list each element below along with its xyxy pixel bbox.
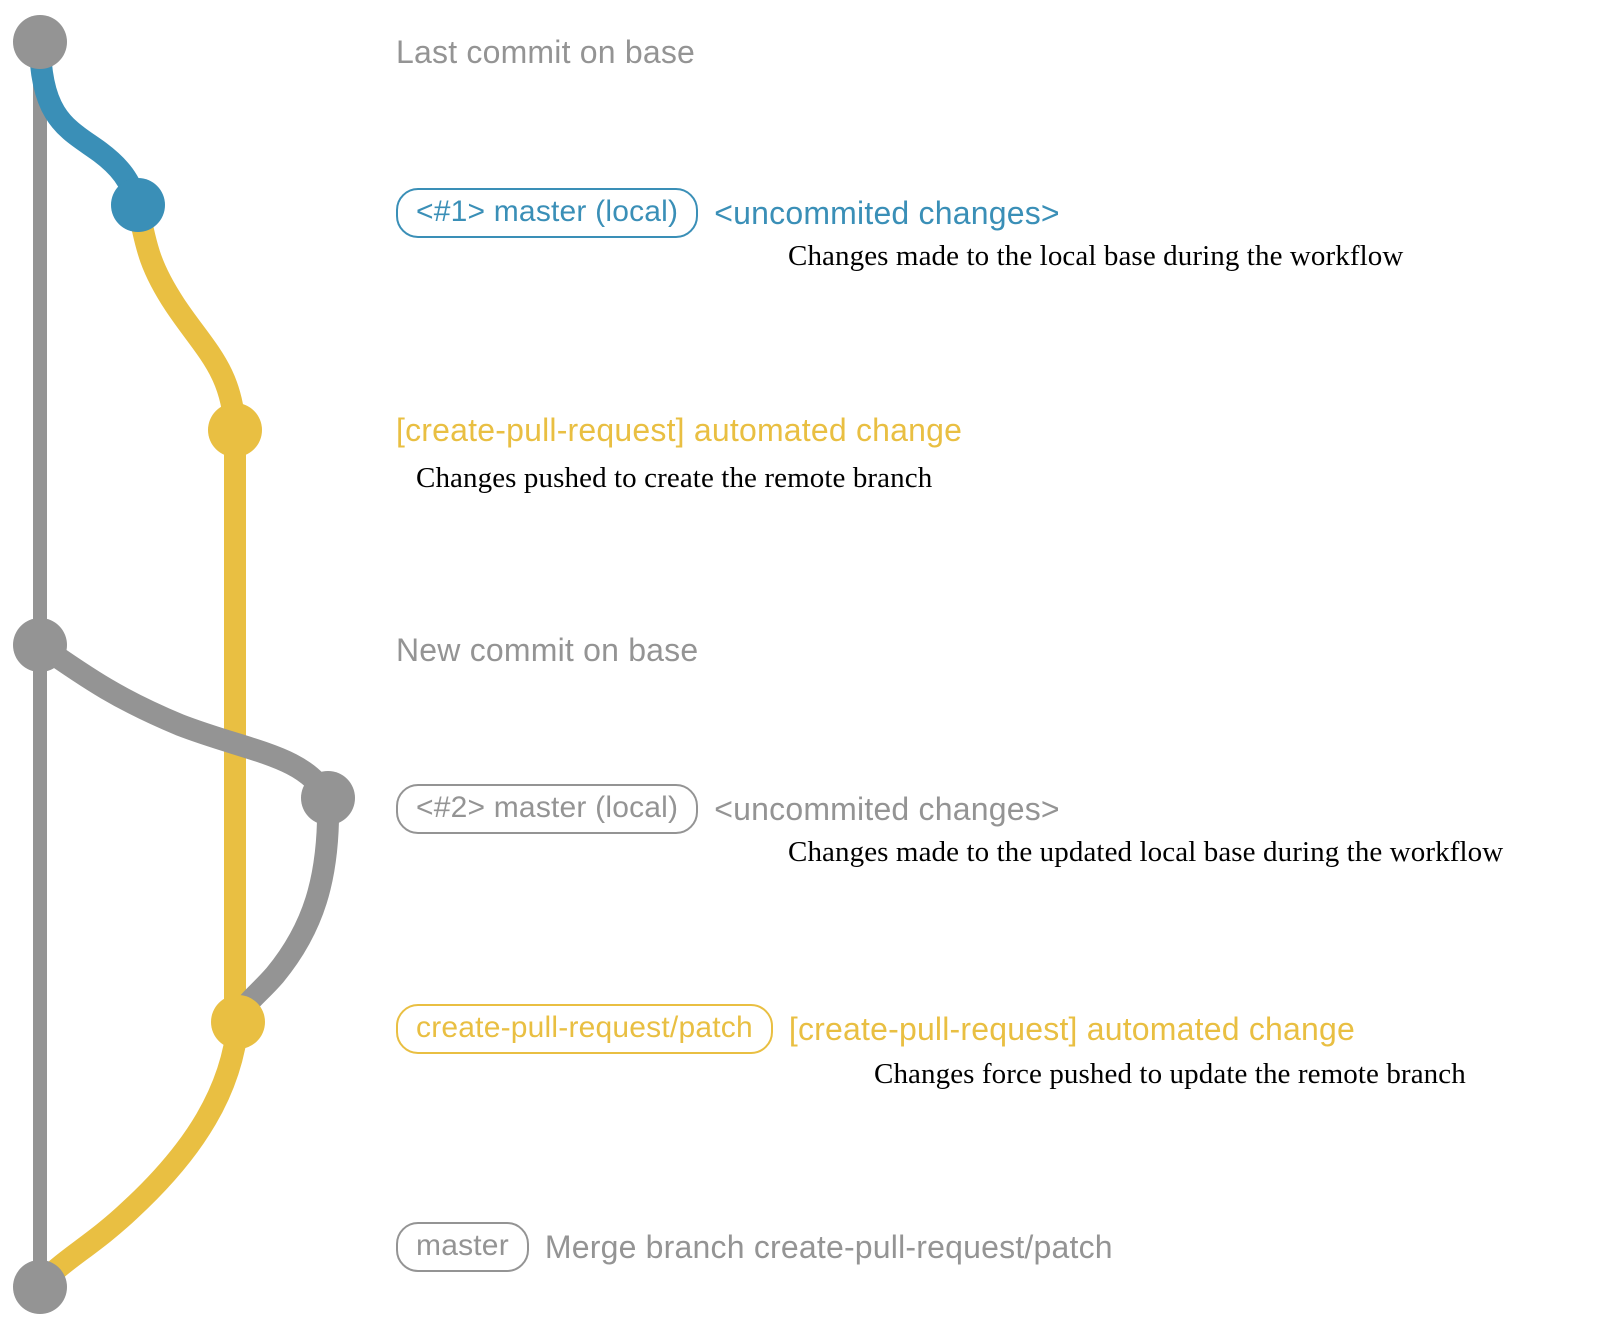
amber-branch-line	[127, 194, 246, 1033]
row-new-commit-on-base: New commit on base	[396, 632, 698, 669]
commit-subject-last-commit-on-base: Last commit on base	[396, 34, 696, 70]
row-master-merge: master Merge branch create-pull-request/…	[396, 1222, 1113, 1272]
branch-badge-master-local-2[interactable]: <#2> master (local)	[396, 784, 699, 834]
branch-badge-master[interactable]: master	[396, 1222, 529, 1272]
row-last-commit-on-base: Last commit on base	[396, 34, 695, 71]
commit-node-remote-2[interactable]	[211, 995, 265, 1049]
commit-subject-automated-change-1: [create-pull-request] automated change	[396, 412, 963, 448]
commit-node-local-2[interactable]	[301, 771, 355, 825]
commit-node-remote-1[interactable]	[208, 403, 262, 457]
row-automated-change-1: [create-pull-request] automated change	[396, 412, 962, 449]
git-graph	[13, 15, 355, 1314]
commit-description-automated-change-1: Changes pushed to create the remote bran…	[416, 462, 933, 494]
commit-description-create-pull-request-patch: Changes force pushed to update the remot…	[874, 1058, 1466, 1090]
commit-node-base-new[interactable]	[13, 618, 67, 672]
row-master-local-1: <#1> master (local) <uncommited changes>	[396, 188, 1060, 238]
commit-node-local-1[interactable]	[111, 178, 165, 232]
commit-node-merge-commit[interactable]	[13, 1260, 67, 1314]
commit-subject-new-commit-on-base: New commit on base	[396, 632, 699, 668]
branch-badge-create-pull-request-patch[interactable]: create-pull-request/patch	[396, 1004, 773, 1054]
commit-subject-master-local-1: <uncommited changes>	[714, 194, 1060, 231]
commit-subject-create-pull-request-patch: [create-pull-request] automated change	[788, 1010, 1356, 1047]
commit-subject-master-local-2: <uncommited changes>	[714, 790, 1060, 827]
commit-description-master-local-1: Changes made to the local base during th…	[788, 240, 1404, 272]
branch-badge-master-local-1[interactable]: <#1> master (local)	[396, 188, 699, 238]
commit-description-master-local-2: Changes made to the updated local base d…	[788, 836, 1504, 868]
grey-branch-to-local2-line	[29, 634, 339, 809]
row-create-pull-request-patch: create-pull-request/patch [create-pull-r…	[396, 1004, 1355, 1054]
commit-node-base-head[interactable]	[13, 15, 67, 69]
commit-subject-master-merge: Merge branch create-pull-request/patch	[544, 1228, 1113, 1265]
row-master-local-2: <#2> master (local) <uncommited changes>	[396, 784, 1060, 834]
amber-branch-to-merge-line	[29, 1011, 249, 1298]
